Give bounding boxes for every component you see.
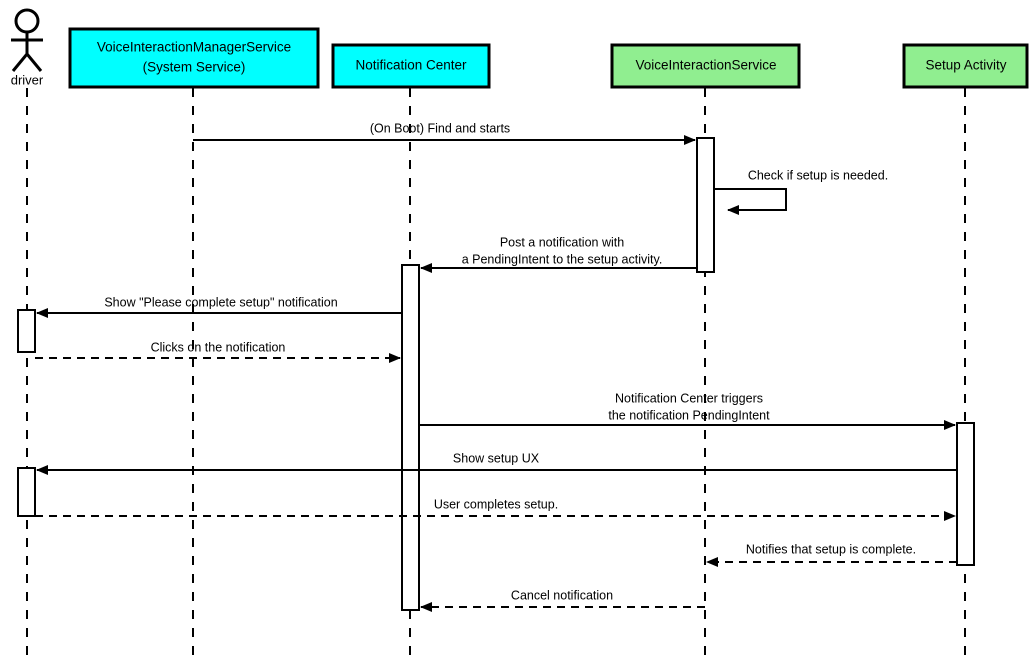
activation-bar-driver-1 <box>17 309 36 353</box>
participant-box-setup-activity[interactable] <box>902 43 1029 89</box>
message-label: Cancel notification <box>511 588 613 602</box>
message-cancel-notification: Cancel notification <box>420 588 705 612</box>
activation-bar-notification-center <box>401 264 420 611</box>
participant-label-driver: driver <box>11 72 44 87</box>
message-post-a-notification: Post a notification with a PendingIntent… <box>420 235 697 273</box>
message-label: Show setup UX <box>453 451 540 465</box>
message-label: (On Boot) Find and starts <box>370 121 510 135</box>
message-label: Notifies that setup is complete. <box>746 542 916 556</box>
message-notifies-that-setup-is-complete: Notifies that setup is complete. <box>706 542 957 567</box>
message-check-if-setup-is-needed: Check if setup is needed. <box>714 168 888 215</box>
participant-setup-activity[interactable]: Setup Activity <box>902 43 1029 89</box>
participant-label-voice-interaction-service: VoiceInteractionService <box>635 58 776 73</box>
message-self-loop-path <box>714 188 787 215</box>
message-label-line2: the notification PendingIntent <box>608 408 770 422</box>
participant-notification-center[interactable]: Notification Center <box>331 43 491 89</box>
message-notification-center-triggers-pendingintent: Notification Center triggers the notific… <box>419 391 956 430</box>
participant-box-voice-interaction-service[interactable] <box>610 43 801 89</box>
activation-bars <box>17 137 975 611</box>
actor-leg-right <box>25 53 43 72</box>
actor-leg-left <box>11 53 29 72</box>
message-clicks-on-the-notification: Clicks on the notification <box>35 340 401 363</box>
participant-label-vims-line2: (System Service) <box>143 60 246 75</box>
message-label-line1: Notification Center triggers <box>615 391 763 405</box>
message-on-boot-find-and-starts: (On Boot) Find and starts <box>193 121 696 145</box>
message-user-completes-setup: User completes setup. <box>35 497 956 521</box>
message-label: Show "Please complete setup" notificatio… <box>104 295 337 309</box>
activation-bar-voice-interaction-service <box>696 137 715 273</box>
participant-label-vims: VoiceInteractionManagerService <box>97 40 291 55</box>
activation-bar-driver-2 <box>17 467 36 517</box>
actor-head-icon <box>14 8 40 34</box>
participant-vims[interactable]: VoiceInteractionManagerService (System S… <box>68 27 320 89</box>
message-show-setup-ux: Show setup UX <box>36 451 957 475</box>
message-label-line2: a PendingIntent to the setup activity. <box>462 252 663 266</box>
participant-voice-interaction-service[interactable]: VoiceInteractionService <box>610 43 801 89</box>
participant-box-notification-center[interactable] <box>331 43 491 89</box>
message-label: Check if setup is needed. <box>748 168 888 182</box>
message-label: Clicks on the notification <box>151 340 286 354</box>
participant-driver[interactable]: driver <box>11 8 44 87</box>
participant-box-vims[interactable] <box>68 27 320 89</box>
message-label: User completes setup. <box>434 497 558 511</box>
participant-label-notification-center: Notification Center <box>355 58 467 73</box>
activation-bar-setup-activity <box>956 422 975 566</box>
message-show-please-complete-setup-notification: Show "Please complete setup" notificatio… <box>36 295 402 318</box>
participant-label-setup-activity: Setup Activity <box>925 58 1006 73</box>
message-label-line1: Post a notification with <box>500 235 624 249</box>
